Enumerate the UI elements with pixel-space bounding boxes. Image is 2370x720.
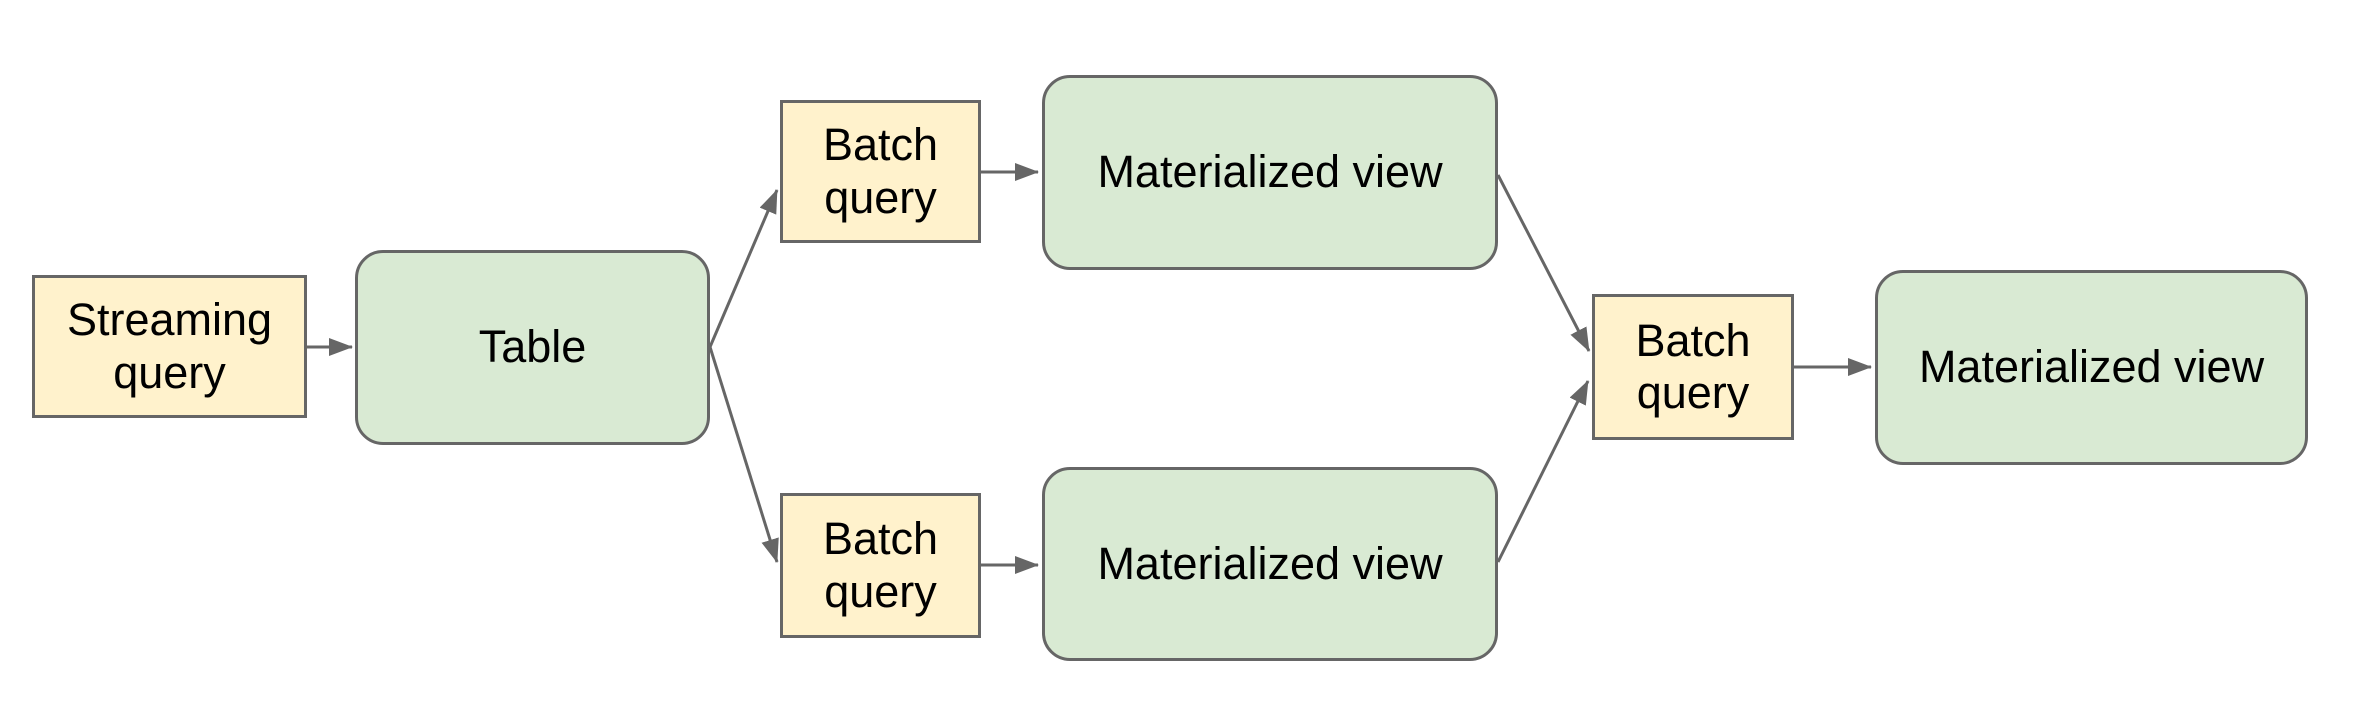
node-streaming-query-label: Streaming query [66, 294, 273, 398]
edge-table-to-batch-query-bottom [708, 346, 779, 563]
node-materialized-view-top-label: Materialized view [1097, 146, 1443, 198]
edge-materialized-view-bottom-to-batch-query-join [1496, 380, 1590, 563]
node-batch-query-top: Batch query [780, 100, 981, 243]
node-batch-query-join: Batch query [1592, 294, 1794, 440]
node-materialized-view-top: Materialized view [1042, 75, 1498, 270]
node-materialized-view-bottom: Materialized view [1042, 467, 1498, 661]
edge-materialized-view-top-to-batch-query-join [1496, 174, 1591, 352]
node-table: Table [355, 250, 710, 445]
node-materialized-view-bottom-label: Materialized view [1097, 537, 1443, 589]
node-batch-query-bottom-label: Batch query [822, 513, 939, 617]
node-streaming-query: Streaming query [32, 275, 307, 418]
node-table-label: Table [478, 321, 587, 373]
edge-table-to-batch-query-top [708, 189, 779, 348]
node-batch-query-join-label: Batch query [1635, 314, 1751, 418]
node-batch-query-bottom: Batch query [780, 493, 981, 638]
node-materialized-view-final-label: Materialized view [1918, 341, 2265, 393]
node-batch-query-top-label: Batch query [822, 119, 939, 223]
node-materialized-view-final: Materialized view [1875, 270, 2308, 465]
